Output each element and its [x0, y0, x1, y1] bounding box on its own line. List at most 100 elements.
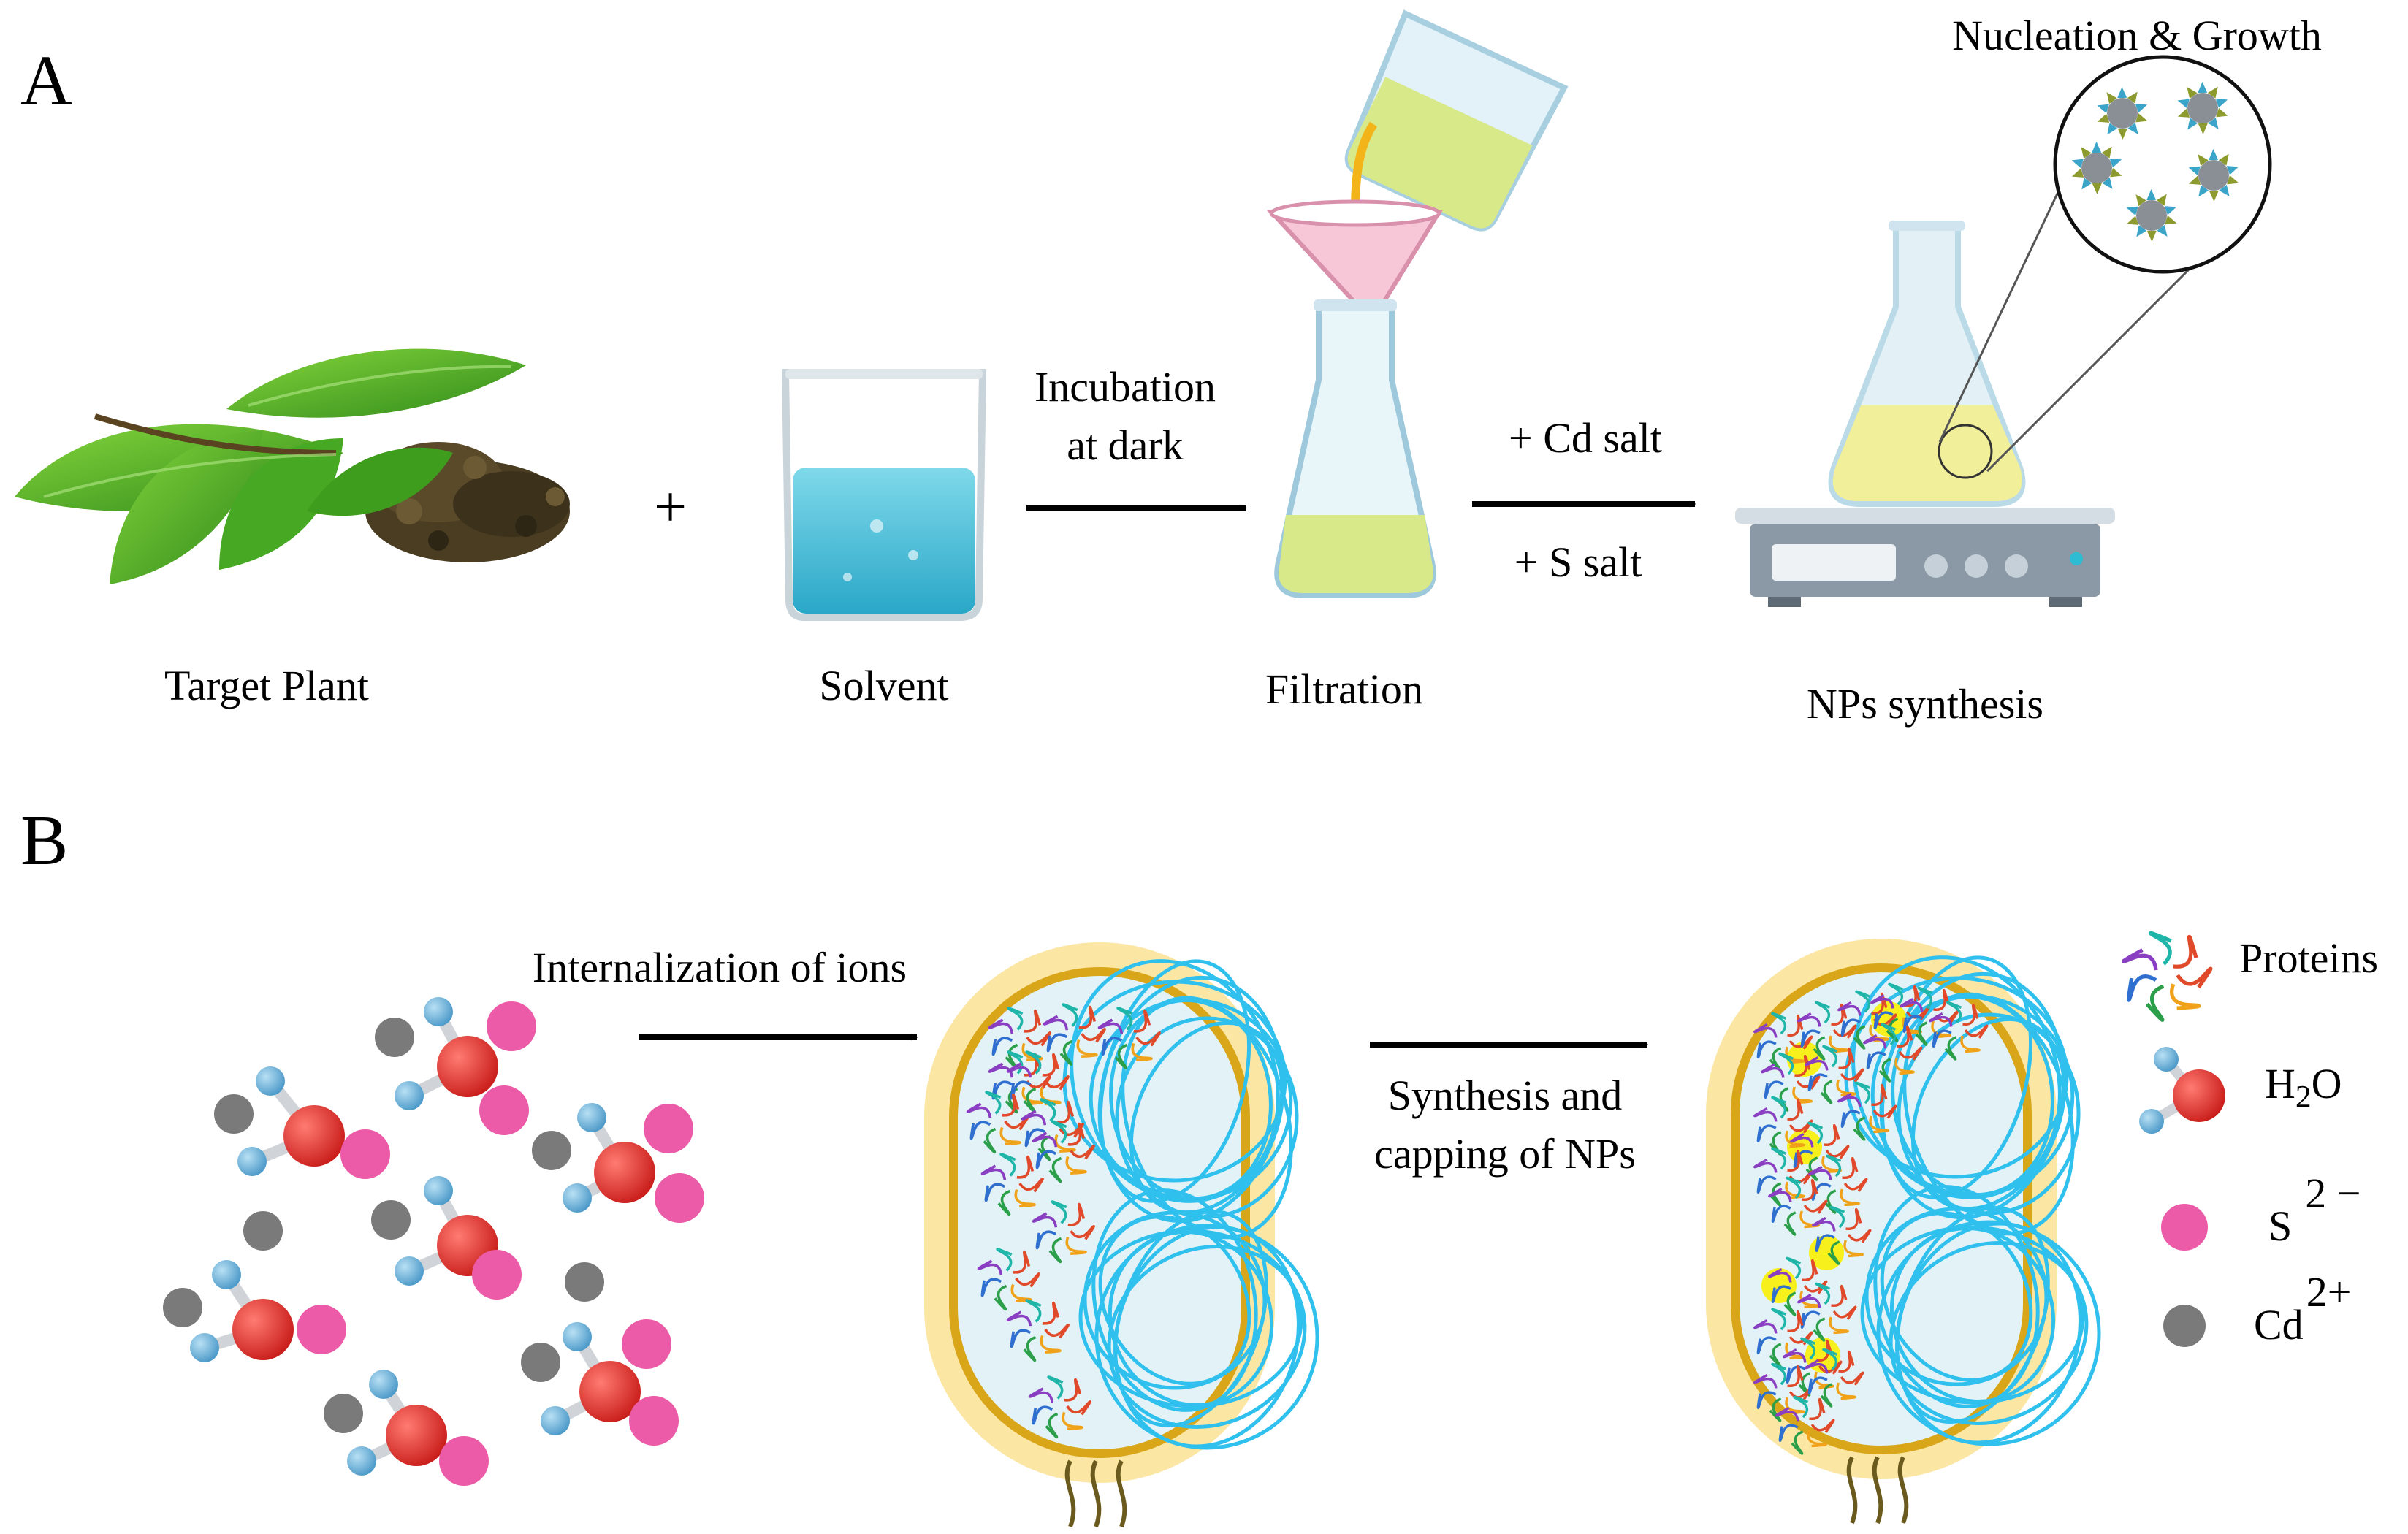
tea-stem — [94, 413, 337, 456]
protein — [980, 1153, 1044, 1216]
nanoparticle — [2177, 82, 2228, 134]
solvent-beaker — [781, 369, 987, 621]
synthesis-label-line2: capping of NPs — [1374, 1130, 1636, 1178]
filtration-setup — [1266, 9, 1569, 598]
hot-plate — [1735, 508, 2115, 607]
legend-sulfide-label: S2 − — [2268, 1172, 2361, 1248]
water-molecule — [563, 1103, 655, 1213]
flagella — [1846, 1456, 1909, 1525]
protein — [1006, 1050, 1070, 1114]
water-formula-h: H — [2265, 1060, 2295, 1107]
sulfide-ion — [622, 1319, 671, 1369]
label-solvent: Solvent — [819, 662, 949, 709]
label-target-plant: Target Plant — [164, 662, 369, 709]
zoom-region — [1938, 424, 1993, 479]
cadmium-ion — [243, 1211, 283, 1251]
incubation-label-line1: Incubation — [1034, 363, 1216, 411]
label-filtration: Filtration — [1265, 665, 1423, 713]
nanoparticle — [2097, 87, 2148, 140]
np-solution — [1832, 405, 2022, 501]
protein — [1929, 1001, 1989, 1061]
sulfide-ion — [644, 1104, 693, 1153]
dna-loop — [1094, 1224, 1319, 1450]
dna-loop — [1115, 1016, 1299, 1219]
protein — [1028, 1375, 1091, 1439]
dna-loop — [1889, 1226, 2056, 1404]
protein — [1797, 1001, 1857, 1061]
sulfide-ion — [479, 1085, 529, 1135]
water-formula-o: O — [2311, 1060, 2342, 1107]
protein — [1032, 1200, 1095, 1264]
legend-water-label: H2O — [2265, 1059, 2342, 1115]
dna-loop — [1889, 1241, 2089, 1425]
tea-leaf-3 — [226, 348, 526, 418]
cadmium-ion — [521, 1343, 560, 1382]
cadmium-ion — [371, 1200, 411, 1240]
water-molecule — [395, 997, 498, 1110]
panel-b-letter: B — [20, 801, 69, 880]
protein — [1753, 1308, 1813, 1367]
dna-coil — [1062, 959, 1319, 1450]
protein — [1863, 1023, 1923, 1083]
cadmium-charge: 2+ — [2306, 1268, 2352, 1316]
tea-plant-illustration — [15, 348, 570, 584]
label-nps-synthesis: NPs synthesis — [1807, 680, 2043, 728]
incubation-label-line2: at dark — [1067, 421, 1184, 469]
np-synthesis-setup — [1735, 55, 2272, 607]
ion-molecules — [163, 997, 704, 1486]
dna-loop — [1844, 976, 2069, 1179]
water-molecule — [190, 1260, 294, 1362]
protein — [1097, 1007, 1161, 1070]
cadmium-ion — [324, 1394, 363, 1433]
sulfide-ion — [487, 1001, 536, 1051]
dna-coil — [1844, 955, 2101, 1446]
protein — [1900, 986, 1959, 1046]
legend-water-icon — [2139, 1047, 2225, 1134]
tea-leaf-4 — [219, 438, 343, 570]
cadmium-ion — [375, 1018, 414, 1057]
protein — [1790, 1121, 1850, 1181]
legend-sulfide-icon — [2161, 1204, 2208, 1251]
protein — [1006, 1299, 1070, 1362]
protein — [1812, 1205, 1872, 1265]
dna-loop — [1062, 980, 1287, 1183]
dna-loop — [1876, 1220, 2101, 1446]
protein — [1805, 1348, 1864, 1408]
protein — [1775, 1395, 1835, 1455]
flagella — [1064, 1459, 1127, 1528]
sulfide-ion — [340, 1129, 390, 1179]
cadmium-ion — [532, 1131, 571, 1170]
nanoparticle — [2126, 189, 2177, 242]
nanoparticle — [2188, 149, 2239, 202]
water-molecule — [237, 1066, 345, 1176]
tea-leaf-5 — [307, 447, 453, 516]
cadmium-ion — [214, 1094, 254, 1134]
dna-loop — [1098, 959, 1251, 1203]
cadmium-ion — [163, 1288, 202, 1327]
s-salt-label: + S salt — [1514, 538, 1642, 586]
filtrate — [1279, 515, 1433, 593]
protein — [1032, 1120, 1095, 1183]
protein — [1837, 990, 1897, 1050]
protein — [2121, 931, 2213, 1022]
legend-protein-icon — [2121, 931, 2213, 1022]
dna-loop — [1108, 1229, 1274, 1408]
synthesis-label-line1: Synthesis and — [1387, 1072, 1623, 1119]
protein-cluster — [1753, 982, 1989, 1455]
sulfide-ion — [629, 1396, 679, 1446]
water-molecule — [347, 1370, 447, 1476]
plus-sign: + — [654, 476, 687, 540]
sulfide-base: S — [2268, 1202, 2293, 1250]
protein — [966, 1091, 1029, 1154]
protein — [1837, 1081, 1897, 1141]
nanoparticle-cluster — [2071, 82, 2239, 242]
legend-cadmium-icon — [2163, 1305, 2206, 1347]
panel-a-letter: A — [20, 42, 72, 121]
cadmium-base: Cd — [2254, 1301, 2304, 1348]
sulfide-ion — [655, 1173, 704, 1223]
tea-leaf-2 — [110, 431, 263, 584]
legend-proteins-label: Proteins — [2239, 934, 2379, 982]
sulfide-charge: 2 − — [2305, 1169, 2361, 1217]
bacterial-cell-after — [1706, 939, 2101, 1525]
